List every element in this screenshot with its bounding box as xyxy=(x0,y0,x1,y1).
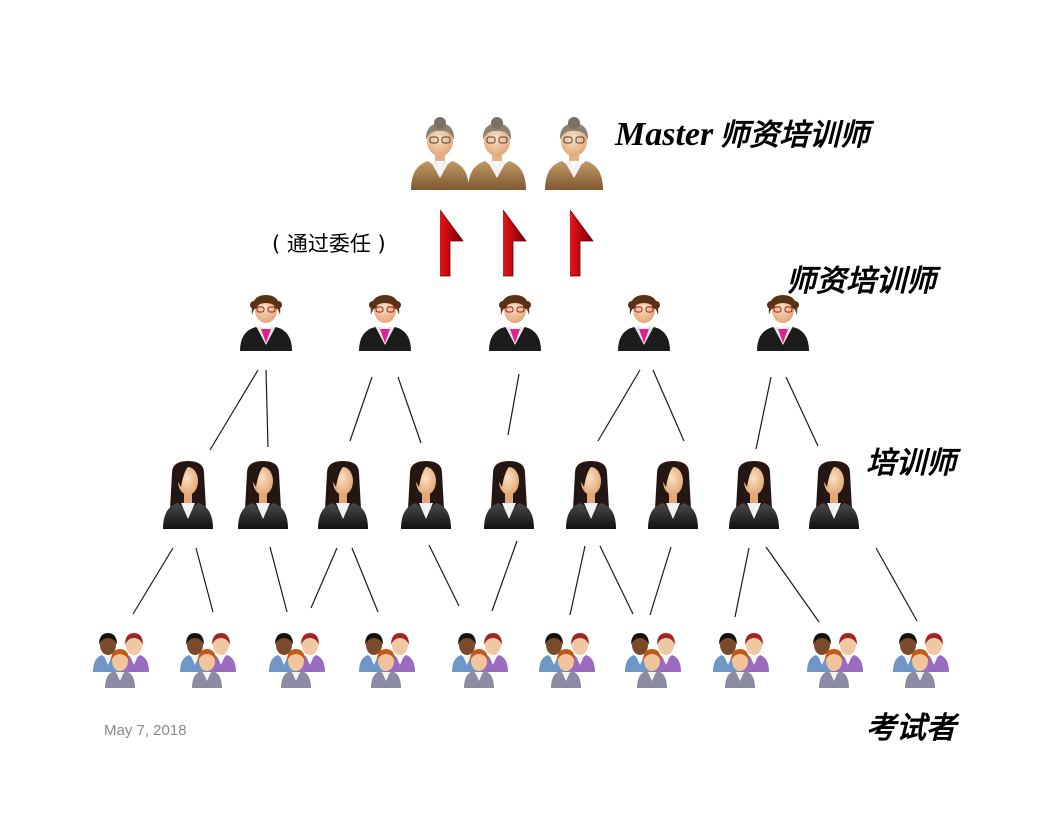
red-up-arrow-icon xyxy=(479,209,527,277)
trainer-person-icon xyxy=(648,461,698,529)
master-trainer-person-icon xyxy=(545,117,603,190)
connector-line xyxy=(132,547,174,615)
connector-line xyxy=(351,547,379,613)
connector-line xyxy=(599,545,634,615)
promotion-arrows xyxy=(416,209,594,277)
examinee-group-icon xyxy=(93,633,149,688)
trainer-of-trainers-person-icon xyxy=(489,295,541,351)
connector-line xyxy=(209,369,259,451)
red-up-arrow-icon xyxy=(546,209,594,277)
connector-line xyxy=(597,369,641,442)
master-trainer-person-icon xyxy=(411,117,469,190)
trainer-of-trainers-person-icon xyxy=(618,295,670,351)
trainer-person-icon xyxy=(566,461,616,529)
trainer-person-icon xyxy=(729,461,779,529)
connector-line xyxy=(195,547,214,613)
trainer-person-icon xyxy=(401,461,451,529)
connector-line xyxy=(507,373,520,436)
master-label-en: Master xyxy=(615,116,714,153)
trainer-person-icon xyxy=(318,461,368,529)
examinee-group-icon xyxy=(713,633,769,688)
connector-line xyxy=(269,546,288,613)
connector-line xyxy=(397,376,422,444)
tier-label-trainer-of-trainers: 师资培训师 xyxy=(786,264,936,299)
connector-line xyxy=(310,547,338,609)
connector-line xyxy=(785,376,819,447)
tier-label-examinee: 考试者 xyxy=(866,711,956,746)
connector-line xyxy=(765,546,820,623)
examinee-group-icon xyxy=(269,633,325,688)
trainer-person-icon xyxy=(809,461,859,529)
red-up-arrow-icon xyxy=(416,209,464,277)
connector-line xyxy=(428,544,460,607)
connector-line xyxy=(734,547,750,618)
trainer-of-trainers-person-icon xyxy=(359,295,411,351)
connector-line xyxy=(265,369,269,448)
connector-lines xyxy=(132,369,918,623)
examinee-group-icon xyxy=(539,633,595,688)
trainer-person-icon xyxy=(484,461,534,529)
examinee-group-icon xyxy=(180,633,236,688)
connector-line xyxy=(569,545,586,616)
connector-line xyxy=(491,540,518,612)
people-icons xyxy=(93,117,949,688)
connector-line xyxy=(875,547,918,622)
trainer-of-trainers-person-icon xyxy=(757,295,809,351)
master-label-cn: 师资培训师 xyxy=(719,118,870,153)
examinee-group-icon xyxy=(625,633,681,688)
examinee-group-icon xyxy=(359,633,415,688)
connector-line xyxy=(755,376,772,450)
slide-date: May 7, 2018 xyxy=(104,722,187,739)
connector-line xyxy=(649,546,672,616)
examinee-group-icon xyxy=(452,633,508,688)
master-trainer-person-icon xyxy=(468,117,526,190)
connector-line xyxy=(652,369,685,442)
connector-line xyxy=(349,376,373,442)
tier-label-trainer: 培训师 xyxy=(866,446,956,481)
examinee-group-icon xyxy=(807,633,863,688)
trainer-of-trainers-person-icon xyxy=(240,295,292,351)
trainer-person-icon xyxy=(163,461,213,529)
appointment-note: ( 通过委任 ) xyxy=(272,232,386,256)
trainer-person-icon xyxy=(238,461,288,529)
examinee-group-icon xyxy=(893,633,949,688)
